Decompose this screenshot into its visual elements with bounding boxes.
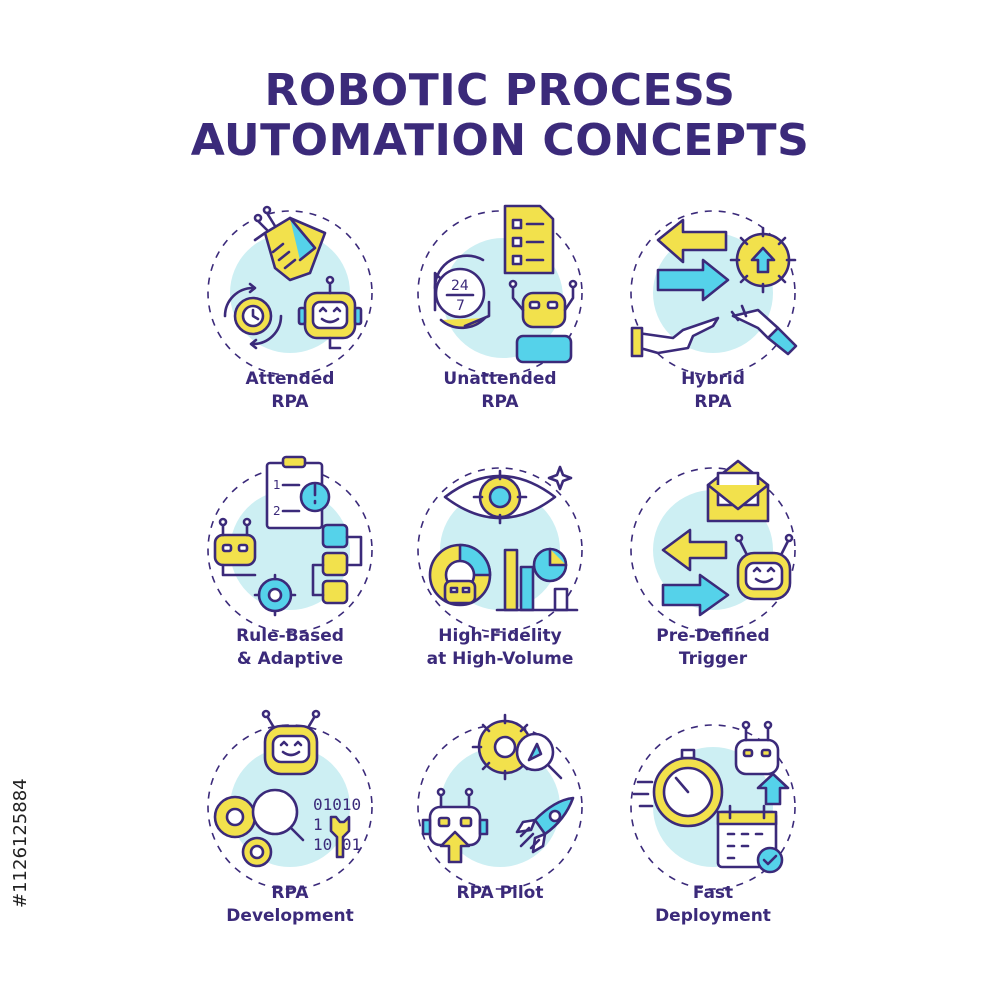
robot-code-gear-icon: 01010 1 0 10 01 xyxy=(207,709,373,890)
title-line-1: ROBOTIC PROCESS xyxy=(264,65,736,116)
concept-rpa-development: 01010 1 0 10 01 RPA Development xyxy=(170,709,410,962)
concept-label: Rule-Based & Adaptive xyxy=(236,626,344,669)
envelope-arrows-robot-icon xyxy=(630,459,796,633)
concept-label: Pre-Defined Trigger xyxy=(656,626,770,669)
svg-text:2: 2 xyxy=(273,504,281,518)
checklist-flow-robot-icon: 1 2 xyxy=(207,455,373,633)
svg-text:7: 7 xyxy=(456,298,465,314)
concept-label: Hybrid RPA xyxy=(681,369,745,412)
stock-id-label: #1126125884 xyxy=(10,778,31,908)
concept-label: High-Fidelity at High-Volume xyxy=(426,626,574,669)
page-title: ROBOTIC PROCESS AUTOMATION CONCEPTS xyxy=(0,66,1000,166)
clock-24-7-robot-icon: 24 7 xyxy=(417,204,583,376)
robot-rocket-gear-icon xyxy=(417,713,583,890)
concept-high-fidelity: High-Fidelity at High-Volume xyxy=(380,455,620,705)
stopwatch-calendar-robot-icon xyxy=(630,720,796,890)
concept-unattended-rpa: 24 7 Unattended RPA xyxy=(380,198,620,448)
handshake-robot-icon xyxy=(207,205,373,376)
hand-robot-arrows-icon xyxy=(630,210,798,376)
concept-label: Fast Deployment xyxy=(655,883,771,926)
concept-label: RPA Development xyxy=(226,883,354,926)
title-line-2: AUTOMATION CONCEPTS xyxy=(190,115,810,166)
svg-text:24: 24 xyxy=(451,278,469,294)
concept-fast-deployment: Fast Deployment xyxy=(593,712,833,962)
concept-pre-defined-trigger: Pre-Defined Trigger xyxy=(593,455,833,705)
concept-label: RPA Pilot xyxy=(456,883,544,903)
concept-attended-rpa: Attended RPA xyxy=(170,198,410,448)
svg-text:1: 1 xyxy=(273,478,281,492)
concept-label: Unattended RPA xyxy=(443,369,557,412)
eye-charts-robot-icon xyxy=(417,465,583,633)
svg-text:01010: 01010 xyxy=(313,795,361,814)
concept-hybrid-rpa: Hybrid RPA xyxy=(593,198,833,448)
concept-rpa-pilot: RPA Pilot xyxy=(380,712,620,962)
concept-rule-based-adaptive: 1 2 Rule-Based & Adaptive xyxy=(170,455,410,705)
concept-label: Attended RPA xyxy=(245,369,335,412)
